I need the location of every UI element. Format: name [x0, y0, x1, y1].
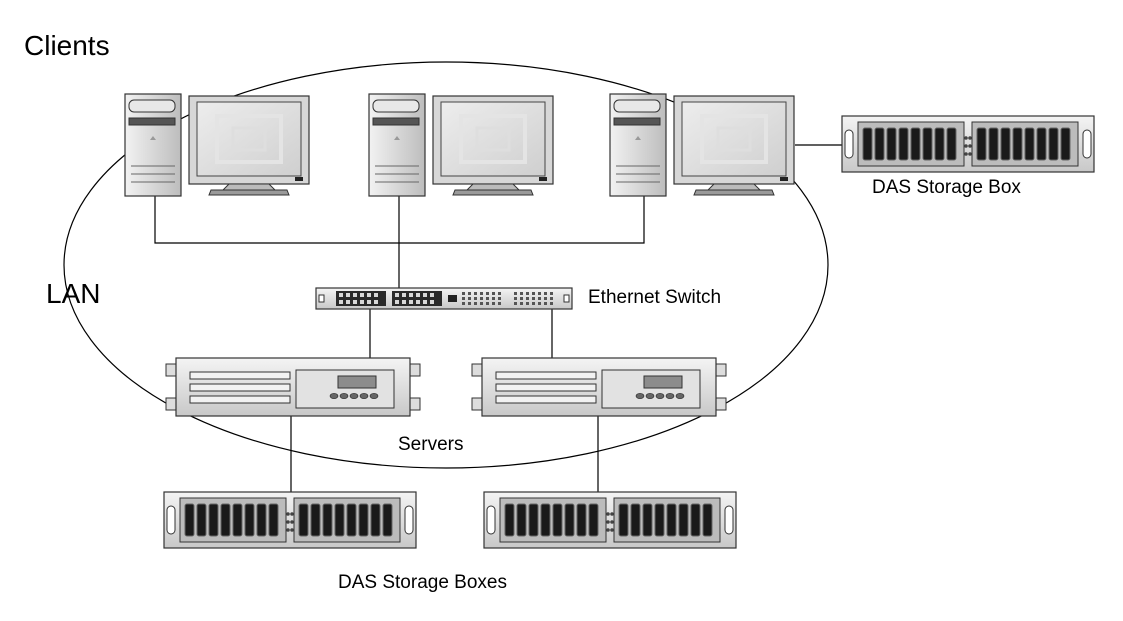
clients-label: Clients [24, 30, 110, 61]
das-box-2-storage-array-icon [483, 491, 737, 549]
das-box-client-storage-array-icon [841, 115, 1095, 173]
client-1-desktop-computer-icon [123, 92, 311, 198]
server-2-rack-server-icon [471, 357, 727, 417]
ethernet-switch-label: Ethernet Switch [588, 287, 722, 308]
das-storage-boxes-label: DAS Storage Boxes [338, 572, 507, 593]
ethernet-switch-icon [315, 287, 573, 310]
lan-boundary [63, 61, 829, 469]
servers-label: Servers [398, 434, 464, 455]
client-3-desktop-computer-icon [608, 92, 796, 198]
server-1-rack-server-icon [165, 357, 421, 417]
client-2-desktop-computer-icon [367, 92, 555, 198]
network-links [154, 144, 842, 492]
das-storage-box-label: DAS Storage Box [872, 177, 1021, 198]
lan-label: LAN [46, 278, 101, 309]
das-box-1-storage-array-icon [163, 491, 417, 549]
